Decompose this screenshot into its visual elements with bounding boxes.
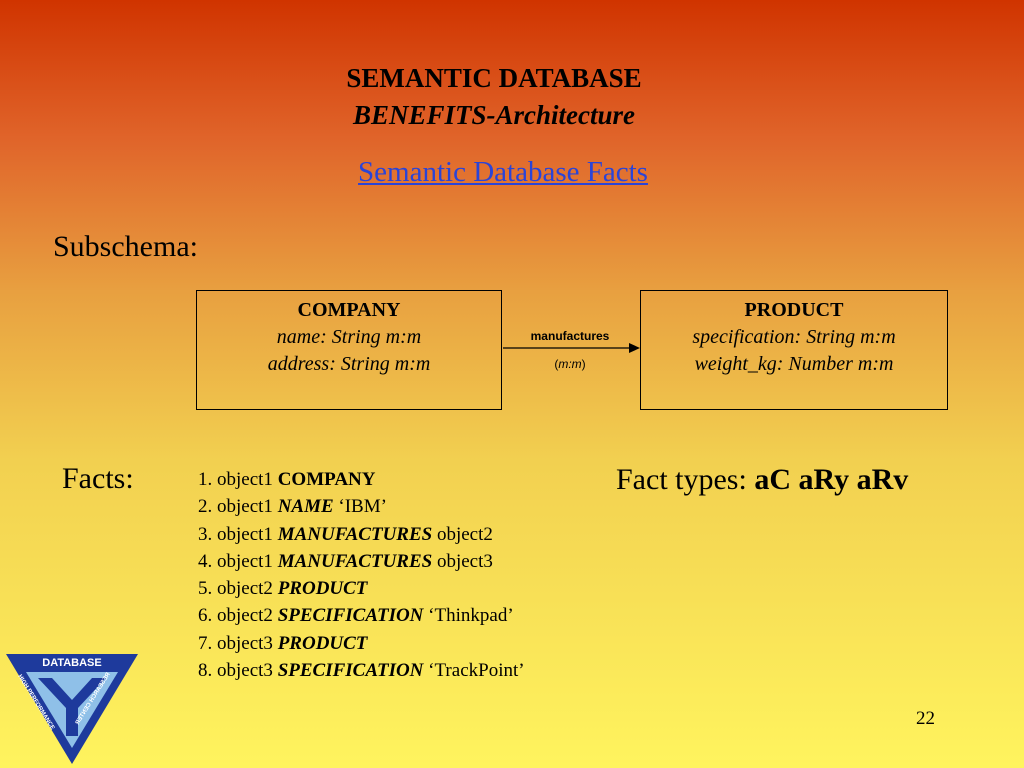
database-research-center-logo-icon: DATABASE HIGH PERFORMANCE RESEARCH CENTE… <box>6 654 138 764</box>
fact-number: 4. <box>198 550 213 572</box>
logo-y-mark <box>38 678 106 736</box>
fact-item: 4. object1 MANUFACTURES object3 <box>198 548 525 575</box>
fact-number: 3. <box>198 523 213 545</box>
fact-subject: object1 <box>217 496 273 518</box>
company-attribute-address: address: String m:m <box>267 353 431 375</box>
slide-title: SEMANTIC DATABASE <box>346 63 642 93</box>
fact-object: ‘Thinkpad’ <box>428 605 514 627</box>
product-entity-box: PRODUCT specification: String m:m weight… <box>640 290 948 410</box>
fact-keyword: PRODUCT <box>277 632 368 654</box>
fact-keyword: SPECIFICATION <box>277 605 424 627</box>
fact-types: Fact types: aC aRy aRv <box>616 463 908 497</box>
fact-number: 7. <box>198 632 213 654</box>
fact-item: 7. object3 PRODUCT <box>198 630 525 657</box>
fact-item: 3. object1 MANUFACTURES object2 <box>198 521 525 548</box>
fact-number: 1. <box>198 469 213 490</box>
fact-subject: object1 <box>217 469 273 490</box>
page-number: 22 <box>916 708 935 729</box>
fact-object: object3 <box>436 550 493 572</box>
subschema-label: Subschema: <box>53 230 198 263</box>
fact-object: ‘TrackPoint’ <box>428 660 525 682</box>
fact-object: object2 <box>436 523 493 545</box>
fact-subject: object3 <box>217 632 273 654</box>
company-entity-box: COMPANY name: String m:m address: String… <box>196 290 502 410</box>
fact-keyword: MANUFACTURES <box>277 523 433 545</box>
product-attribute-weight: weight_kg: Number m:m <box>694 353 894 375</box>
fact-keyword: PRODUCT <box>277 578 368 600</box>
fact-subject: object1 <box>217 550 273 572</box>
product-attribute-specification: specification: String m:m <box>692 326 896 348</box>
fact-subject: object2 <box>217 578 273 600</box>
fact-number: 8. <box>198 660 213 682</box>
fact-item: 8. object3 SPECIFICATION ‘TrackPoint’ <box>198 657 525 684</box>
fact-item: 2. object1 NAME ‘IBM’ <box>198 493 525 520</box>
fact-keyword: COMPANY <box>277 469 376 490</box>
fact-item: 1. object1 COMPANY <box>198 466 525 493</box>
logo-top-text: DATABASE <box>42 657 101 669</box>
fact-keyword: MANUFACTURES <box>277 550 433 572</box>
fact-item: 5. object2 PRODUCT <box>198 575 525 602</box>
fact-number: 5. <box>198 578 213 600</box>
fact-item: 6. object2 SPECIFICATION ‘Thinkpad’ <box>198 602 525 629</box>
cardinality-value: m:m <box>558 357 582 371</box>
fact-subject: object2 <box>217 605 273 627</box>
facts-list: 1. object1 COMPANY 2. object1 NAME ‘IBM’… <box>198 466 525 684</box>
fact-number: 6. <box>198 605 213 627</box>
fact-object: ‘IBM’ <box>338 496 387 518</box>
slide-subtitle: BENEFITS-Architecture <box>352 100 636 130</box>
fact-types-codes: aC aRy aRv <box>754 463 909 496</box>
company-attribute-name: name: String m:m <box>276 326 422 348</box>
relationship-cardinality: (m:m) <box>510 357 630 371</box>
facts-label: Facts: <box>62 462 134 495</box>
relationship-arrow-icon <box>503 343 640 353</box>
company-entity-name: COMPANY <box>297 299 401 321</box>
fact-keyword: SPECIFICATION <box>277 660 424 682</box>
semantic-database-facts-link[interactable]: Semantic Database Facts <box>358 156 648 188</box>
fact-subject: object1 <box>217 523 273 545</box>
product-entity-name: PRODUCT <box>744 299 844 321</box>
cardinality-open-paren: ( <box>554 357 559 371</box>
fact-number: 2. <box>198 496 213 518</box>
fact-subject: object3 <box>217 660 273 682</box>
fact-keyword: NAME <box>277 496 334 518</box>
relationship-name: manufactures <box>530 329 610 343</box>
fact-types-label: Fact types: <box>616 463 747 496</box>
cardinality-close-paren: ) <box>581 357 586 371</box>
